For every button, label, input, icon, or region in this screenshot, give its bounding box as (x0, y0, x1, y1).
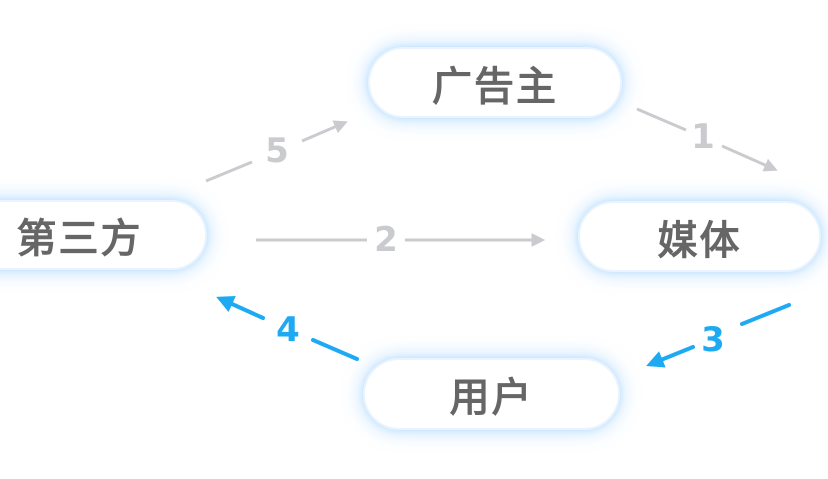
edge-5-segment (205, 160, 253, 183)
edge-2-third-party-to-media: 2 (256, 220, 546, 260)
edge-3-segment-arrow (646, 345, 695, 368)
edge-1-segment-arrow (721, 144, 778, 172)
edge-1-step-label: 1 (691, 117, 715, 157)
edge-1-advertiser-to-media: 1 (636, 107, 778, 172)
node-media: 媒体 (578, 201, 821, 272)
node-third-party: 第三方 (0, 200, 207, 270)
node-media-label: 媒体 (657, 217, 742, 264)
edge-3-media-to-user: 3 (646, 303, 791, 368)
edge-5-step-label: 5 (265, 131, 289, 171)
node-third-party-label: 第三方 (16, 216, 143, 262)
edge-4-step-label: 4 (276, 310, 300, 350)
edge-3-step-label: 3 (701, 320, 725, 360)
edge-4-user-to-third-party: 4 (216, 296, 359, 361)
edge-5-third-party-to-advertiser: 5 (205, 120, 348, 183)
edge-5-segment-arrow (301, 120, 348, 143)
edge-1-segment (636, 107, 687, 132)
edge-4-segment (311, 338, 359, 361)
edge-2-step-label: 2 (374, 220, 398, 260)
edge-4-segment-arrow (216, 296, 265, 320)
edge-3-segment (740, 303, 791, 326)
node-advertiser: 广告主 (368, 47, 622, 118)
node-user: 用户 (363, 358, 620, 430)
node-advertiser-label: 广告主 (432, 63, 558, 110)
node-user-label: 用户 (449, 375, 534, 421)
